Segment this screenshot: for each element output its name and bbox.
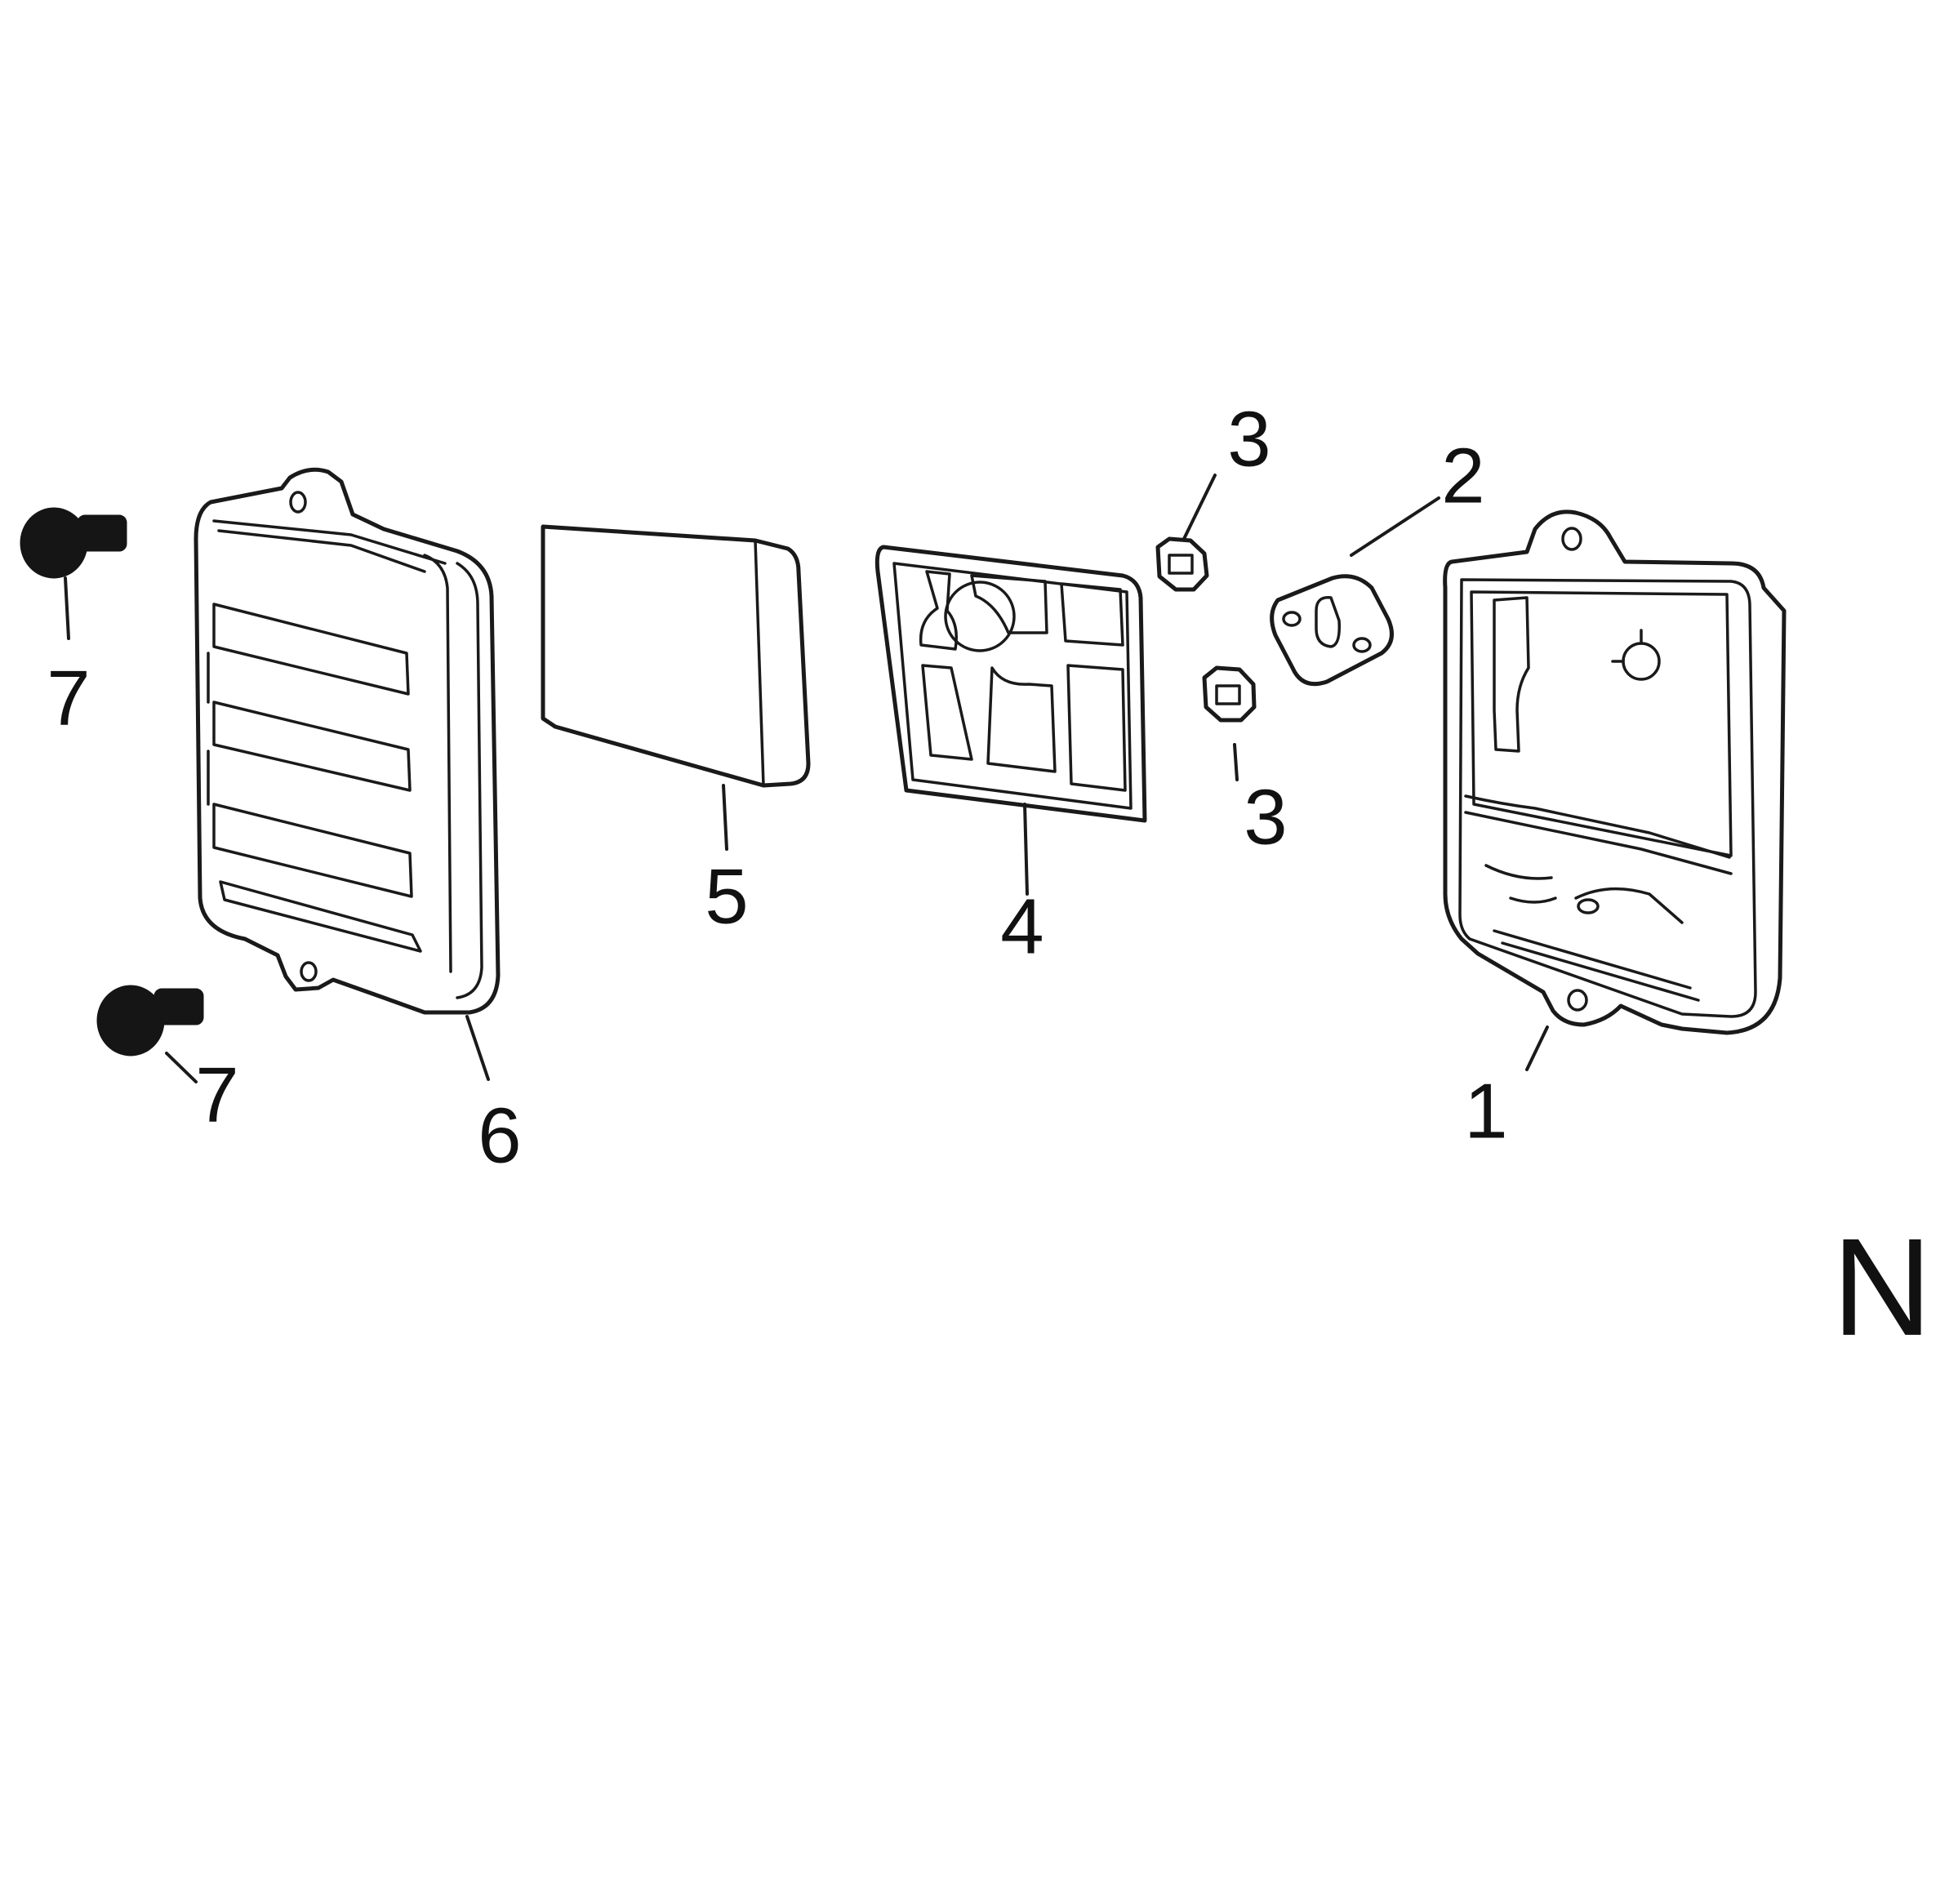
cover-part: [194, 467, 501, 1081]
screw-upper-part: [20, 507, 127, 640]
housing-part: [1443, 509, 1787, 1071]
callout-gasket: 2: [1441, 432, 1484, 519]
callout-filter-support: 4: [1000, 883, 1044, 970]
callout-housing: 1: [1464, 1067, 1507, 1154]
nut-lower-part: [1202, 665, 1257, 781]
nut-upper-part: [1155, 474, 1217, 592]
callout-filter-element: 5: [705, 852, 748, 940]
filter-element-part: [541, 524, 811, 851]
filter-support-part: [874, 545, 1147, 896]
gasket-part: [1270, 496, 1440, 687]
callout-screw-lower: 7: [195, 1051, 238, 1138]
callout-screw-upper: 7: [47, 654, 90, 741]
callout-cover: 6: [478, 1092, 521, 1179]
sheet-letter: N: [1832, 1210, 1933, 1365]
callout-nut-lower: 3: [1244, 773, 1287, 861]
callout-nut-upper: 3: [1227, 395, 1270, 483]
screw-lower-part: [96, 985, 204, 1083]
